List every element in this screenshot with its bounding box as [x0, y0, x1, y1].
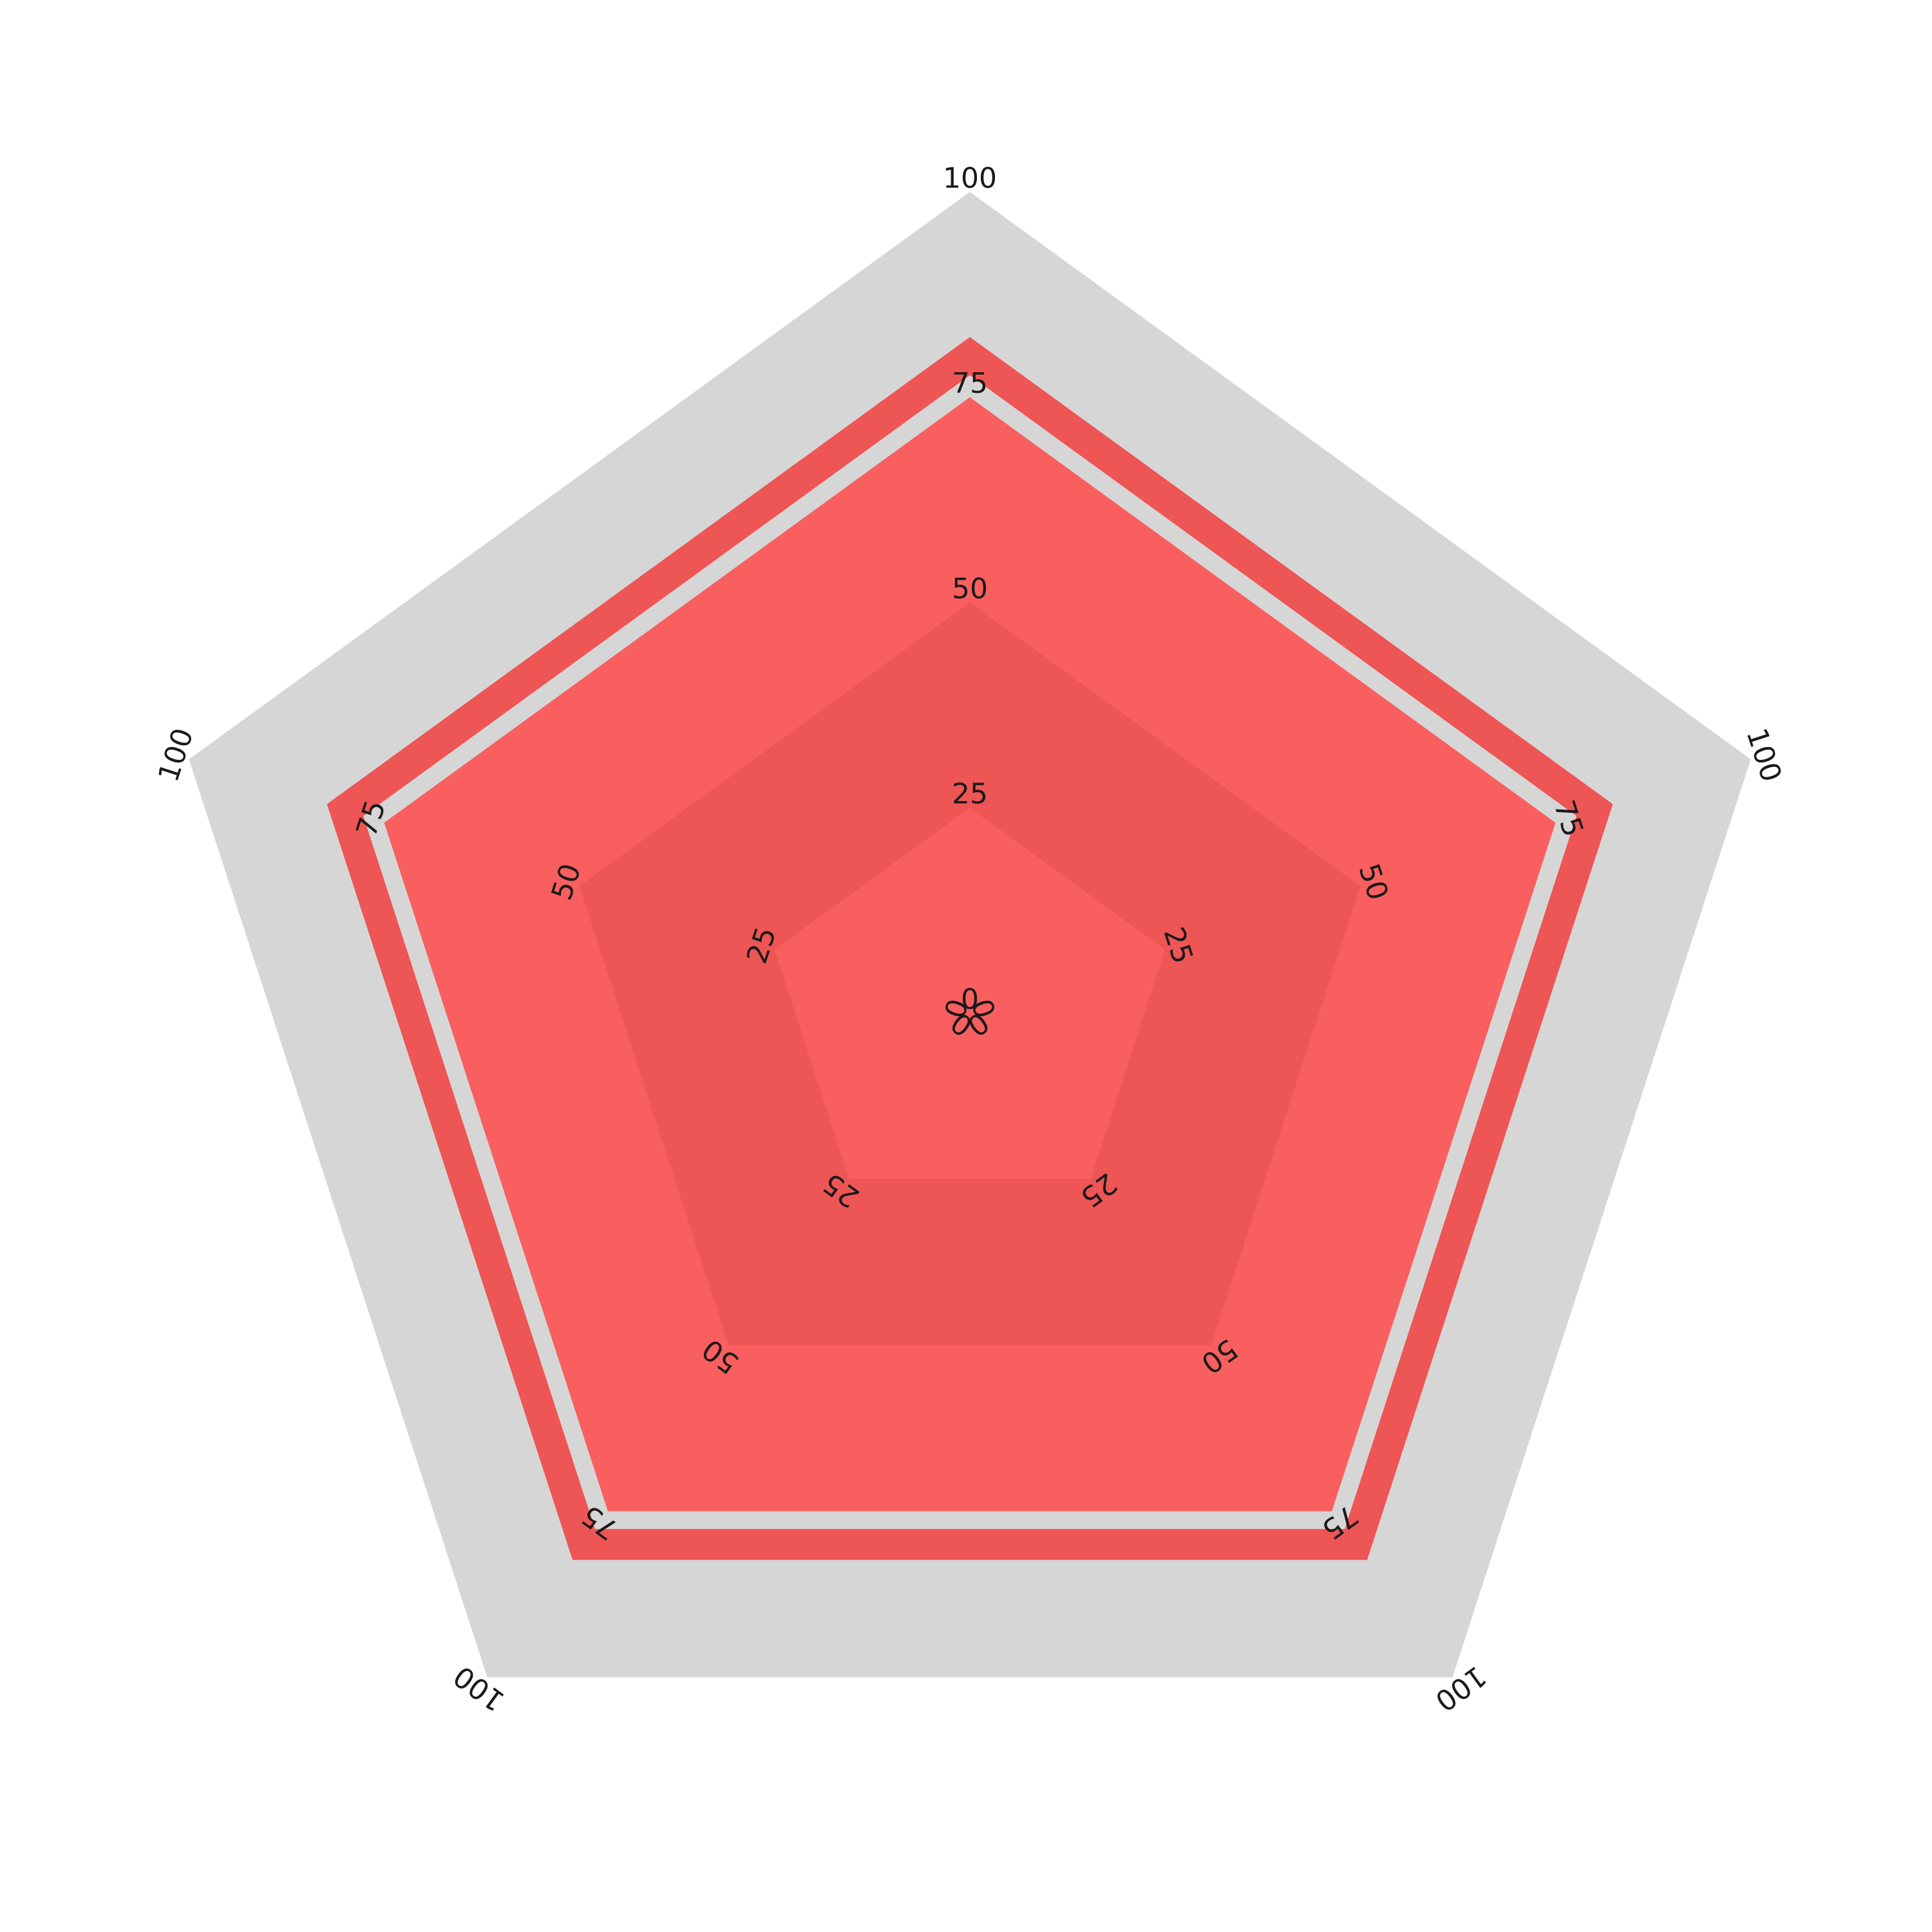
tick-label-axis1-50: 50: [952, 573, 988, 605]
tick-label-axis2-100: 100: [1739, 724, 1787, 786]
radar-bands: [189, 192, 1751, 1678]
tick-label-axis1-25: 25: [952, 778, 988, 811]
radar-band-25: [774, 808, 1166, 1179]
tick-label-axis1-0: 0: [961, 983, 979, 1016]
tick-label-axis5-100: 100: [152, 724, 200, 786]
radar-data-outline: [327, 337, 1613, 1560]
tick-label-axis1-75: 75: [952, 367, 988, 400]
series-outline-0: [327, 337, 1613, 1560]
tick-label-axis1-100: 100: [943, 162, 997, 194]
